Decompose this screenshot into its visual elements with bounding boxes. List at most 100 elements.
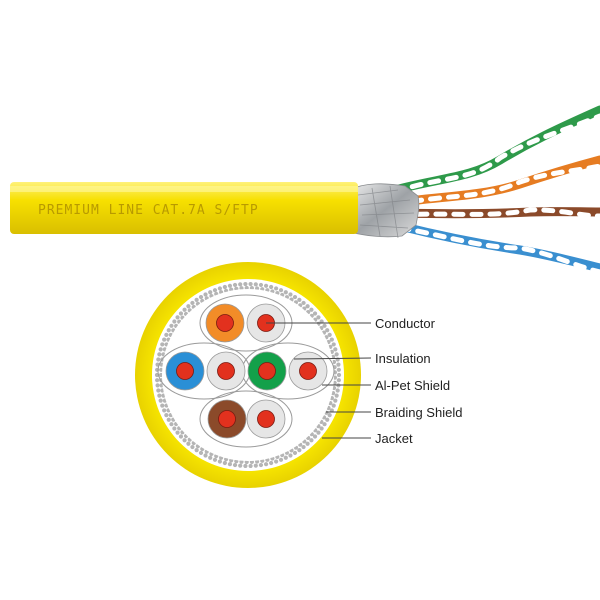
braid-strand (274, 459, 279, 464)
callout-braiding-shield: Braiding Shield (375, 405, 462, 420)
braid-strand (334, 352, 339, 357)
braid-strand (158, 347, 163, 352)
braid-strand (164, 413, 169, 418)
braid-strand (309, 438, 314, 443)
core-area (162, 289, 334, 461)
braid-strand (156, 388, 161, 393)
braid-strand (263, 462, 269, 467)
braid-strand (155, 378, 160, 383)
braid-strand (194, 448, 199, 453)
brown-pair (395, 207, 600, 219)
braid-strand (160, 403, 165, 408)
blue-wire-conductor (176, 362, 194, 380)
braid-strand (158, 398, 163, 403)
braid-strand (208, 455, 213, 460)
braid-strand (336, 362, 341, 367)
braid-strand (301, 300, 306, 306)
green-wire (390, 105, 600, 195)
braid-strand (190, 300, 195, 306)
braid-strand (292, 294, 298, 300)
blue-wire (395, 221, 600, 273)
braid-strand (333, 347, 338, 352)
blue-white-wire (397, 225, 600, 275)
brown-wire (207, 399, 247, 439)
callout-insulation: Insulation (375, 351, 431, 366)
braid-strand (288, 453, 293, 458)
braid-strand (212, 457, 218, 462)
braid-strand (283, 290, 288, 295)
braid-strand (208, 290, 213, 295)
cable-cross-section (135, 262, 361, 488)
braid-strand (243, 281, 248, 287)
braid-strand (198, 450, 204, 456)
braid-strand (169, 323, 174, 328)
braid-strand (217, 286, 222, 291)
braid-strand (301, 444, 306, 450)
orange-white-wire (392, 163, 600, 208)
braid-strand (162, 337, 167, 342)
braid-strand (258, 282, 264, 288)
braid-strand (203, 292, 208, 297)
green-white-wire (392, 113, 600, 195)
braid-strand (258, 462, 264, 468)
braid-strand (172, 426, 177, 431)
braid-strand (166, 417, 171, 422)
callout-jacket: Jacket (375, 431, 413, 446)
blue-white-wire (206, 351, 246, 391)
braiding-shield (154, 281, 342, 469)
braid-strand (156, 357, 161, 362)
braid-strand (309, 307, 314, 312)
brown-white-wire-conductor (257, 410, 275, 428)
braid-strand (292, 450, 298, 456)
foil-bundle (349, 183, 420, 239)
braid-strand (316, 315, 321, 320)
braid-strand (325, 328, 330, 333)
brown-white-wire (397, 207, 600, 219)
braid-strand (269, 460, 274, 466)
al-pet-shield-bottom (199, 390, 293, 448)
green-pair (390, 105, 600, 195)
braid-strand (175, 430, 180, 435)
braid-strand (327, 332, 332, 337)
braid-strand (269, 284, 274, 290)
braid-strand (248, 281, 253, 287)
braid-strand (172, 319, 177, 324)
braid-strand (182, 307, 187, 312)
braid-strand (336, 367, 341, 372)
braid-strand (157, 352, 162, 357)
braid-strand (335, 388, 340, 393)
brown-white-wire (246, 399, 286, 439)
braid-strand (327, 413, 332, 418)
braid-strand (253, 463, 258, 468)
braid-strand (169, 422, 174, 427)
braid-strand (198, 294, 204, 300)
orange-wire (205, 303, 245, 343)
braid-strand (283, 455, 288, 460)
green-wire-conductor (258, 362, 276, 380)
braid-strand (329, 408, 334, 413)
braid-strand (331, 403, 336, 408)
braid-strand (182, 438, 187, 443)
braid-strand (329, 337, 334, 342)
orange-pair (390, 155, 600, 208)
braid-strand (322, 323, 327, 328)
braid-strand (162, 408, 167, 413)
braid-strand (222, 284, 227, 290)
braid-strand (164, 332, 169, 337)
braid-strand (243, 463, 248, 469)
cable-jacket (10, 182, 358, 234)
jacket-print: PREMIUM LINE CAT.7A S/FTP (38, 203, 259, 218)
twisted-pairs (390, 105, 600, 275)
braid-strand (217, 459, 222, 464)
braid-strand (263, 283, 269, 288)
braid-strand (333, 398, 338, 403)
braid-strand (336, 372, 342, 378)
green-white-wire (288, 351, 328, 391)
braid-strand (186, 441, 191, 446)
braid-strand (212, 288, 218, 293)
callout-conductor: Conductor (375, 316, 436, 331)
braid-strand (322, 422, 327, 427)
braid-strand (178, 434, 184, 439)
braid-strand (166, 328, 171, 333)
